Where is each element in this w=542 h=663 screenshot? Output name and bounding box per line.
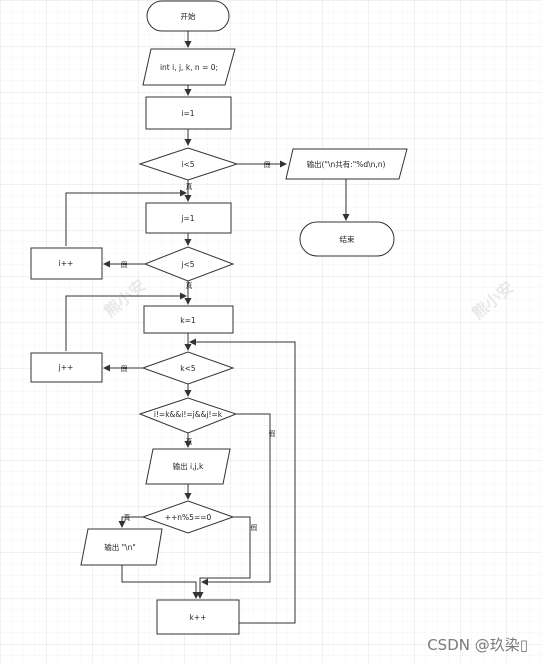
- edge-jinc-jcond: [65, 292, 187, 351]
- print-ijk-io: [145, 448, 231, 485]
- j-increment-process: [30, 352, 103, 383]
- print-ijk-label: 输出 i,j,k: [173, 461, 204, 471]
- i-assign-label: i=1: [181, 109, 194, 118]
- j-assign-label: j=1: [180, 214, 194, 223]
- k-increment-process: [156, 599, 240, 635]
- start-terminal: [146, 0, 230, 32]
- print-newline-io: [80, 528, 163, 566]
- distinct-condition-decision: [138, 397, 238, 434]
- k-increment-label: k++: [190, 613, 207, 622]
- edge-mod-newline: [118, 516, 143, 528]
- i-increment-process: [30, 247, 103, 280]
- print-total-io: [285, 148, 408, 180]
- edge-distinct-kinc: [201, 413, 271, 586]
- edge-mod-kinc: [196, 516, 251, 599]
- i-assign-process: [145, 96, 232, 130]
- label-icond-false: 假: [264, 160, 271, 169]
- init-declaration-io: [142, 48, 236, 86]
- j-condition-decision: [143, 246, 235, 282]
- print-total-label: 输出("\n共有:"%d\n,n): [307, 159, 386, 169]
- i-condition-label: i<5: [181, 160, 194, 169]
- k-condition-label: k<5: [180, 364, 196, 373]
- i-condition-decision: [138, 147, 239, 181]
- edge-newline-kinc: [121, 565, 200, 599]
- j-assign-process: [145, 202, 232, 234]
- j-condition-label: j<5: [180, 260, 194, 269]
- label-jcond-false: 假: [121, 260, 128, 269]
- edge-iinc-icond: [65, 189, 187, 246]
- label-distinct-false: 假: [269, 429, 276, 438]
- k-condition-decision: [141, 351, 235, 385]
- mod-condition-decision: [141, 500, 235, 534]
- k-assign-label: k=1: [180, 316, 196, 325]
- label-kcond-false: 假: [121, 364, 128, 373]
- edges: [65, 31, 350, 624]
- label-mod-false: 假: [251, 523, 258, 532]
- k-assign-process: [143, 305, 234, 334]
- init-label: int i, j, k, n = 0;: [160, 63, 218, 72]
- label-distinct-true: 真: [186, 437, 193, 446]
- label-icond-true: 真: [186, 182, 193, 191]
- print-newline-label: 输出 "\n": [104, 542, 136, 552]
- end-label: 结束: [340, 234, 355, 244]
- end-terminal: [299, 221, 395, 257]
- label-jcond-true: 真: [186, 281, 193, 290]
- mod-condition-label: ++n%5==0: [165, 513, 212, 522]
- label-mod-true: 真: [124, 513, 131, 522]
- distinct-condition-label: i!=k&&i!=j&&j!=k: [154, 410, 223, 419]
- edge-kinc-kcond: [189, 338, 296, 624]
- start-label: 开始: [181, 11, 196, 21]
- j-increment-label: j++: [58, 363, 74, 372]
- credit-text: CSDN @玖染▯: [427, 636, 528, 654]
- i-increment-label: i++: [59, 259, 74, 268]
